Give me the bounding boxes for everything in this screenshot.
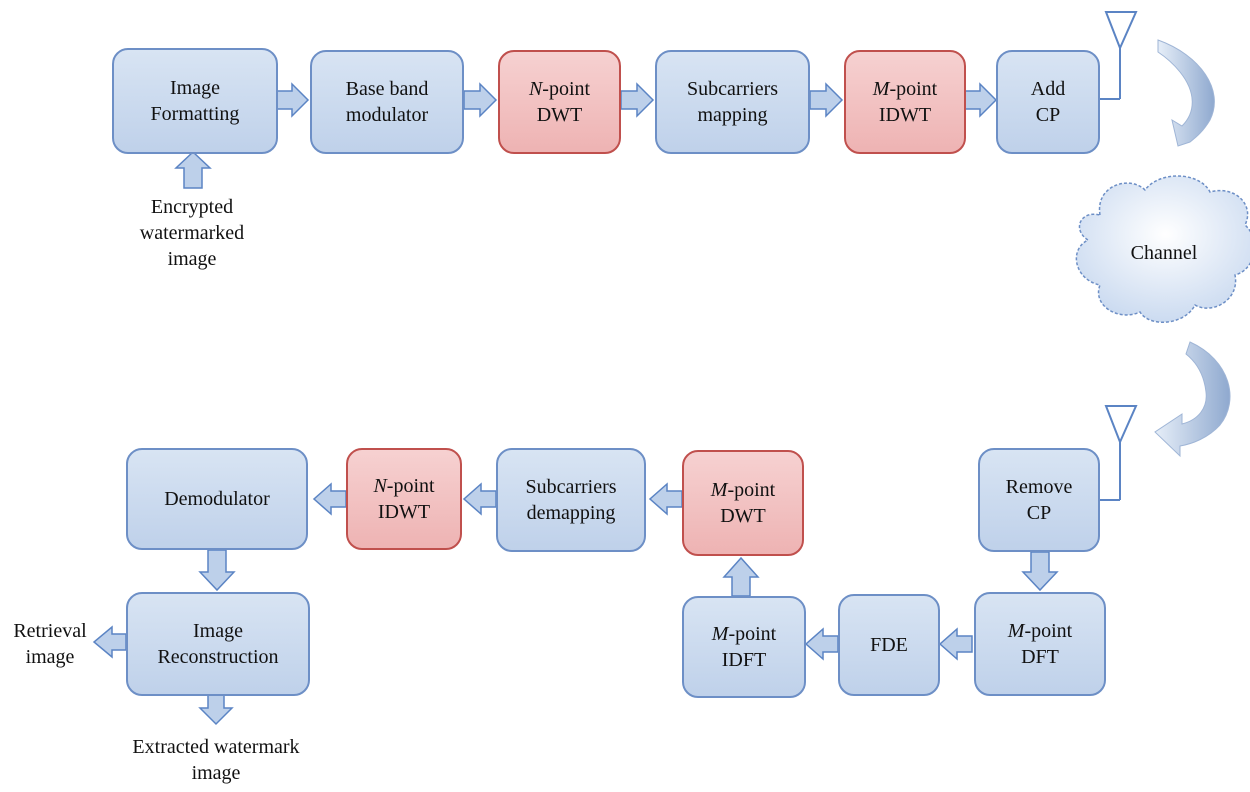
arrow-left bbox=[462, 482, 497, 516]
block-m-point-dft: M-point DFT bbox=[974, 592, 1106, 696]
block-text: N-point bbox=[373, 475, 435, 497]
block-text: IDWT bbox=[878, 104, 932, 126]
arrow-right bbox=[809, 82, 844, 118]
block-text: Image bbox=[170, 77, 220, 99]
block-m-point-idwt: M-point IDWT bbox=[844, 50, 966, 154]
arrow-down bbox=[1021, 551, 1059, 592]
channel-label: Channel bbox=[1108, 240, 1220, 266]
block-remove-cp: Remove CP bbox=[978, 448, 1100, 552]
block-fde: FDE bbox=[838, 594, 940, 696]
arrow-left bbox=[804, 627, 839, 661]
arrow-left bbox=[92, 625, 127, 659]
block-text: mapping bbox=[697, 104, 768, 126]
label-text: watermarked bbox=[139, 222, 245, 244]
block-add-cp: Add CP bbox=[996, 50, 1100, 154]
block-demodulator: Demodulator bbox=[126, 448, 308, 550]
block-text: Demodulator bbox=[164, 488, 270, 510]
block-text: modulator bbox=[345, 104, 429, 126]
arrow-left bbox=[938, 627, 973, 661]
block-text: DWT bbox=[720, 505, 766, 527]
arrow-left bbox=[648, 482, 683, 516]
curved-arrow-icon bbox=[1157, 39, 1215, 147]
block-text: FDE bbox=[870, 634, 908, 656]
arrow-right bbox=[275, 82, 310, 118]
label-text: image bbox=[167, 248, 217, 270]
label-text: Extracted watermark bbox=[132, 736, 300, 758]
block-text: IDFT bbox=[721, 649, 767, 671]
block-text: DFT bbox=[1021, 646, 1059, 668]
cloud-icon bbox=[1075, 175, 1250, 323]
arrow-down bbox=[198, 549, 236, 592]
antenna-icon bbox=[1100, 405, 1138, 501]
block-text: M-point bbox=[711, 623, 777, 645]
block-image-formatting: Image Formatting bbox=[112, 48, 278, 154]
block-text: CP bbox=[1035, 104, 1061, 126]
block-n-point-idwt: N-point IDWT bbox=[346, 448, 462, 550]
block-text: M-point bbox=[872, 78, 938, 100]
block-text: M-point bbox=[710, 479, 776, 501]
antenna-icon bbox=[1100, 11, 1138, 100]
block-m-point-dwt: M-point DWT bbox=[682, 450, 804, 556]
label-text: image bbox=[191, 762, 241, 784]
block-subcarriers-demapping: Subcarriers demapping bbox=[496, 448, 646, 552]
arrow-up bbox=[174, 150, 212, 189]
input-label: Encrypted watermarked image bbox=[122, 194, 262, 272]
output-label-retrieval: Retrieval image bbox=[0, 618, 100, 670]
label-text: image bbox=[25, 646, 75, 668]
output-label-extracted: Extracted watermark image bbox=[96, 734, 336, 786]
block-text: Subcarriers bbox=[525, 476, 617, 498]
label-text: Retrieval bbox=[13, 620, 87, 642]
block-subcarriers-mapping: Subcarriers mapping bbox=[655, 50, 810, 154]
block-text: CP bbox=[1026, 502, 1052, 524]
block-text: Reconstruction bbox=[157, 646, 279, 668]
arrow-right bbox=[463, 82, 498, 118]
block-text: demapping bbox=[526, 502, 616, 524]
block-text: M-point bbox=[1007, 620, 1073, 642]
block-text: Add bbox=[1030, 78, 1066, 100]
block-m-point-idft: M-point IDFT bbox=[682, 596, 806, 698]
block-text: Image bbox=[193, 620, 243, 642]
curved-arrow-icon bbox=[1154, 341, 1231, 458]
label-text: Channel bbox=[1130, 242, 1198, 264]
label-text: Encrypted bbox=[150, 196, 234, 218]
arrow-up bbox=[722, 556, 760, 597]
block-text: N-point bbox=[528, 78, 591, 100]
block-text: DWT bbox=[536, 104, 583, 126]
block-text: Remove bbox=[1005, 476, 1073, 498]
arrow-left bbox=[312, 482, 347, 516]
block-text: Base band bbox=[345, 78, 429, 100]
arrow-right bbox=[963, 82, 998, 118]
block-n-point-dwt: N-point DWT bbox=[498, 50, 621, 154]
arrow-right bbox=[620, 82, 655, 118]
block-text: IDWT bbox=[377, 501, 431, 523]
block-image-reconstruction: Image Reconstruction bbox=[126, 592, 310, 696]
arrow-down bbox=[198, 693, 234, 726]
block-text: Formatting bbox=[150, 103, 240, 125]
block-baseband-modulator: Base band modulator bbox=[310, 50, 464, 154]
block-text: Subcarriers bbox=[686, 78, 779, 100]
